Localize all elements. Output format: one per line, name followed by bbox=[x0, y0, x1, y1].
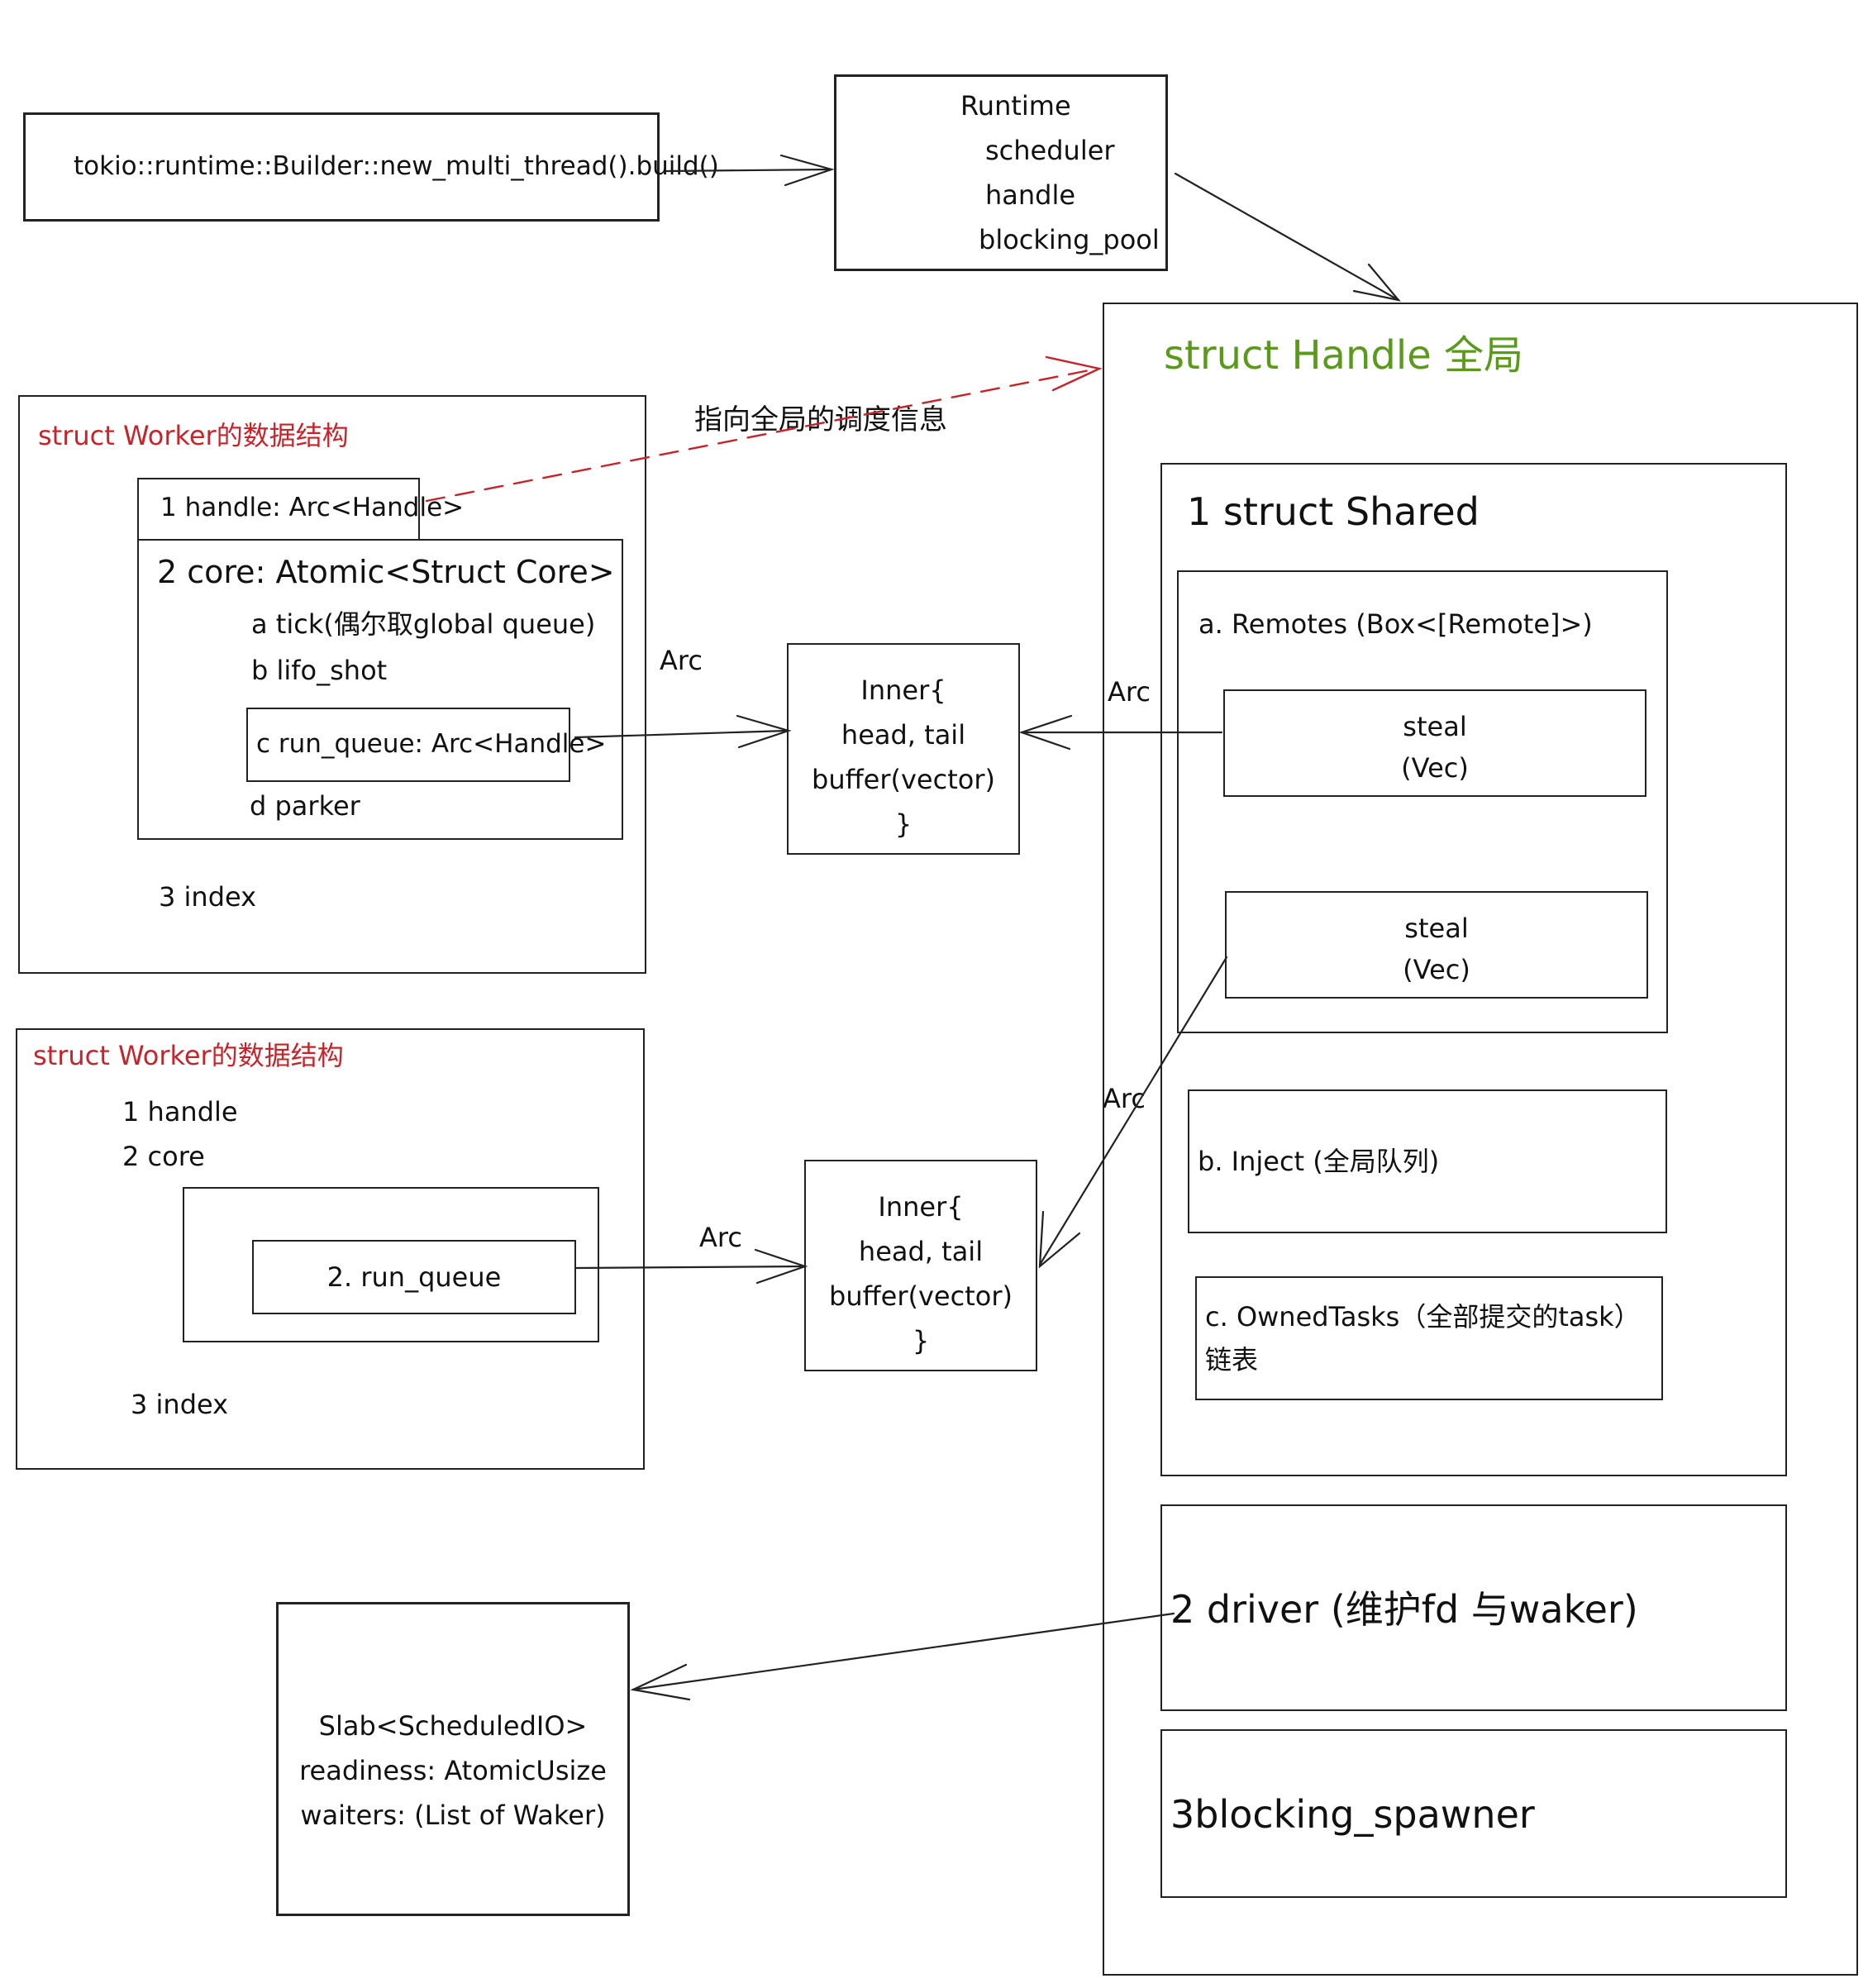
worker2-box bbox=[16, 1028, 645, 1470]
worker1-tick-text: a tick(偶尔取global queue) bbox=[251, 608, 596, 640]
driver-box: 2 driver (维护fd 与waker) bbox=[1160, 1504, 1787, 1711]
runtime-field-scheduler: scheduler bbox=[985, 135, 1115, 166]
owned-tasks-line1: c. OwnedTasks（全部提交的task） bbox=[1205, 1301, 1641, 1332]
inner2-line-buffer: buffer(vector) bbox=[829, 1280, 1013, 1312]
runtime-field-handle: handle bbox=[985, 179, 1076, 211]
driver-text: 2 driver (维护fd 与waker) bbox=[1170, 1587, 1638, 1632]
steal2-box: steal (Vec) bbox=[1225, 891, 1648, 999]
arc-label-steal1: Arc bbox=[1108, 676, 1151, 708]
builder-call-text: tokio::runtime::Builder::new_multi_threa… bbox=[74, 151, 719, 181]
worker2-core-box: 2. run_queue bbox=[183, 1187, 599, 1342]
inner1-line-open: Inner{ bbox=[860, 675, 946, 706]
inject-text: b. Inject (全局队列) bbox=[1198, 1146, 1440, 1177]
steal1-box: steal (Vec) bbox=[1223, 689, 1646, 797]
worker1-handle-box: 1 handle: Arc<Handle> bbox=[137, 478, 464, 541]
runtime-field-blocking-pool: blocking_pool bbox=[979, 224, 1160, 255]
steal1-line-label: steal bbox=[1403, 711, 1467, 742]
worker2-core-text: 2 core bbox=[122, 1141, 205, 1172]
shared-title: 1 struct Shared bbox=[1187, 489, 1480, 534]
owned-tasks-box: c. OwnedTasks（全部提交的task） 链表 bbox=[1195, 1276, 1663, 1400]
worker2-run-queue-box: 2. run_queue bbox=[252, 1240, 576, 1314]
arrow-worker2-runqueue-to-inner2 bbox=[574, 1248, 808, 1285]
arrow-runtime-to-handle bbox=[1174, 172, 1401, 302]
worker2-title: struct Worker的数据结构 bbox=[33, 1040, 344, 1071]
arrow-handle-to-global-dashed bbox=[425, 355, 1103, 503]
arc-label-steal2: Arc bbox=[1103, 1083, 1146, 1114]
arc-label-worker1: Arc bbox=[660, 645, 703, 676]
slab-line-type: Slab<ScheduledIO> bbox=[318, 1710, 588, 1742]
inner1-line-buffer: buffer(vector) bbox=[812, 764, 995, 795]
worker2-handle-text: 1 handle bbox=[122, 1096, 238, 1127]
handle-struct-box bbox=[1103, 303, 1858, 1976]
inner2-line-close: } bbox=[912, 1325, 930, 1356]
runtime-box: Runtime scheduler handle blocking_pool bbox=[834, 74, 1168, 271]
handle-struct-title: struct Handle 全局 bbox=[1164, 332, 1523, 379]
inner1-line-close: } bbox=[894, 808, 913, 840]
arrow-driver-to-slab bbox=[630, 1612, 1175, 1701]
shared-box bbox=[1160, 463, 1787, 1476]
remotes-text: a. Remotes (Box<[Remote]>) bbox=[1198, 608, 1593, 640]
remotes-box: a. Remotes (Box<[Remote]>) bbox=[1177, 570, 1668, 1033]
owned-tasks-line2: 链表 bbox=[1205, 1344, 1259, 1375]
arc-label-worker2: Arc bbox=[699, 1222, 742, 1253]
steal2-line-label: steal bbox=[1404, 913, 1469, 944]
worker2-index-text: 3 index bbox=[131, 1389, 229, 1420]
slab-line-readiness: readiness: AtomicUsize bbox=[299, 1755, 607, 1786]
inner2-box: Inner{ head, tail buffer(vector) } bbox=[804, 1160, 1037, 1371]
arrow-worker1-runqueue-to-inner1 bbox=[574, 714, 792, 749]
arrow-steal1-to-inner1 bbox=[1018, 714, 1223, 751]
pointer-note: 指向全局的调度信息 bbox=[694, 403, 947, 436]
worker1-lifo-text: b lifo_shot bbox=[251, 655, 388, 686]
worker1-run-queue-box: c run_queue: Arc<Handle> bbox=[246, 708, 606, 782]
arrow-steal2-to-inner2 bbox=[1038, 956, 1228, 1269]
runtime-title: Runtime bbox=[960, 90, 1071, 122]
blocking-spawner-box: 3blocking_spawner bbox=[1160, 1729, 1787, 1898]
worker1-title: struct Worker的数据结构 bbox=[38, 420, 349, 451]
builder-box: tokio::runtime::Builder::new_multi_threa… bbox=[23, 112, 719, 222]
worker1-box bbox=[18, 395, 646, 974]
steal1-line-vec: (Vec) bbox=[1401, 752, 1469, 784]
worker1-parker-text: d parker bbox=[250, 790, 360, 822]
steal2-line-vec: (Vec) bbox=[1403, 954, 1470, 985]
blocking-spawner-text: 3blocking_spawner bbox=[1170, 1792, 1535, 1837]
slab-line-waiters: waiters: (List of Waker) bbox=[300, 1800, 606, 1831]
inner2-line-head-tail: head, tail bbox=[858, 1236, 984, 1267]
arrow-builder-to-runtime bbox=[665, 154, 835, 187]
inner1-line-head-tail: head, tail bbox=[841, 719, 966, 751]
worker1-handle-text: 1 handle: Arc<Handle> bbox=[160, 493, 465, 522]
worker1-run-queue-text: c run_queue: Arc<Handle> bbox=[256, 729, 607, 759]
inner2-line-open: Inner{ bbox=[878, 1191, 964, 1223]
inject-box: b. Inject (全局队列) bbox=[1188, 1089, 1667, 1233]
worker1-core-box: 2 core: Atomic<Struct Core> a tick(偶尔取gl… bbox=[137, 539, 623, 840]
worker1-core-text: 2 core: Atomic<Struct Core> bbox=[157, 554, 615, 590]
worker1-index-text: 3 index bbox=[159, 881, 257, 913]
worker2-run-queue-text: 2. run_queue bbox=[326, 1261, 502, 1293]
inner1-box: Inner{ head, tail buffer(vector) } bbox=[787, 643, 1020, 855]
slab-box: Slab<ScheduledIO> readiness: AtomicUsize… bbox=[276, 1602, 630, 1916]
